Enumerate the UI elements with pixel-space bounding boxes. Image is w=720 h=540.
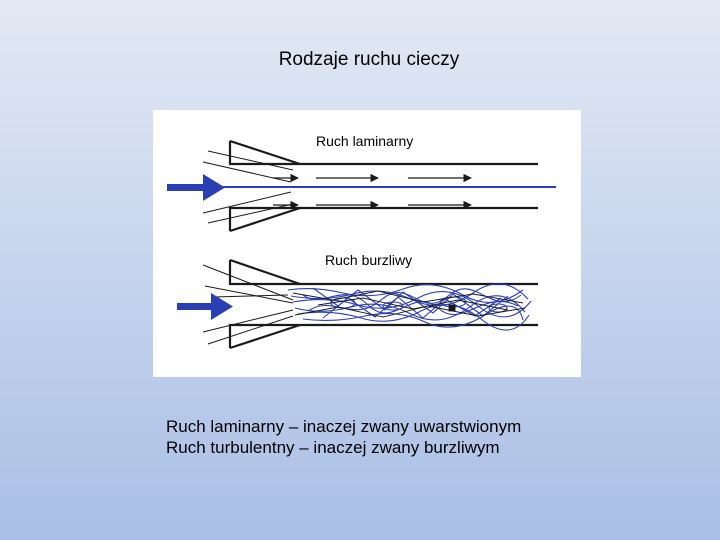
flow-diagram: Ruch laminarny Ruch burzliwy [153, 110, 581, 377]
slide-title: Rodzaje ruchu cieczy [278, 49, 460, 70]
caption-line-turbulent: Ruch turbulentny – inaczej zwany burzliw… [166, 438, 500, 457]
laminar-flow-label: Ruch laminarny [316, 133, 414, 149]
caption: Ruch laminarny – inaczej zwany uwarstwio… [166, 416, 521, 458]
turbulent-flow-label: Ruch burzliwy [325, 252, 413, 268]
laminar-flow-arrow-icon [167, 174, 225, 201]
laminar-streamline-arrows [273, 173, 472, 210]
turbulent-streamlines [292, 290, 526, 318]
caption-line-laminar: Ruch laminarny – inaczej zwany uwarstwio… [166, 417, 522, 436]
turbulent-flow-arrow-icon [177, 293, 233, 320]
flow-diagram-drawing [167, 139, 556, 350]
turbulent-inlet-lines [202, 264, 294, 345]
laminar-inlet-lines [202, 150, 294, 224]
